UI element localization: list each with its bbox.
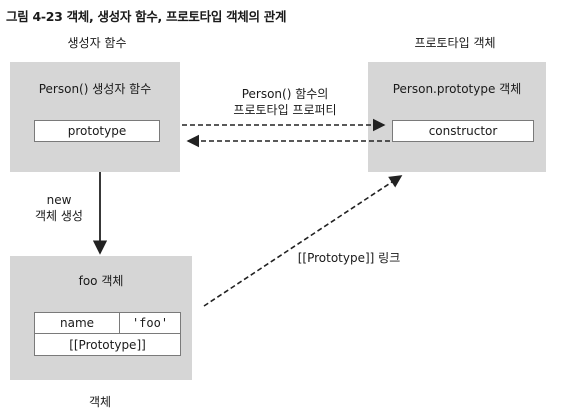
constructor-panel: Person() 생성자 함수 prototype (10, 62, 180, 172)
new-creation-note-line2: 객체 생성 (35, 209, 83, 223)
prototype-title: Person.prototype 객체 (392, 82, 522, 96)
prototype-panel: Person.prototype 객체 constructor (368, 62, 546, 172)
prototype-property: prototype (34, 120, 160, 142)
prototype-internal-slot: [[Prototype]] (34, 333, 181, 356)
prototype-group-label: 프로토타입 객체 (414, 36, 496, 50)
name-value-cell: 'foo' (119, 312, 181, 334)
constructor-group-label: 생성자 함수 (67, 36, 127, 50)
object-group-label: 객체 (88, 395, 112, 409)
prototype-property-note-line1: Person() 함수의 (241, 87, 329, 101)
prototype-link-arrow (203, 175, 403, 307)
constructor-property: constructor (392, 120, 534, 142)
prototype-link-note: [[Prototype]] 링크 (297, 251, 401, 265)
new-creation-note-line1: new (46, 193, 72, 207)
figure-title: 그림 4-23 객체, 생성자 함수, 프로토타입 객체의 관계 (6, 9, 287, 24)
object-panel: foo 객체 name 'foo' [[Prototype]] (10, 256, 192, 380)
prototype-property-note: Person() 함수의 프로토타입 프로퍼티 (200, 86, 370, 118)
object-title: foo 객체 (78, 274, 124, 288)
new-creation-note: new 객체 생성 (22, 192, 96, 224)
constructor-title: Person() 생성자 함수 (38, 82, 152, 96)
prototype-property-note-line2: 프로토타입 프로퍼티 (233, 103, 337, 117)
